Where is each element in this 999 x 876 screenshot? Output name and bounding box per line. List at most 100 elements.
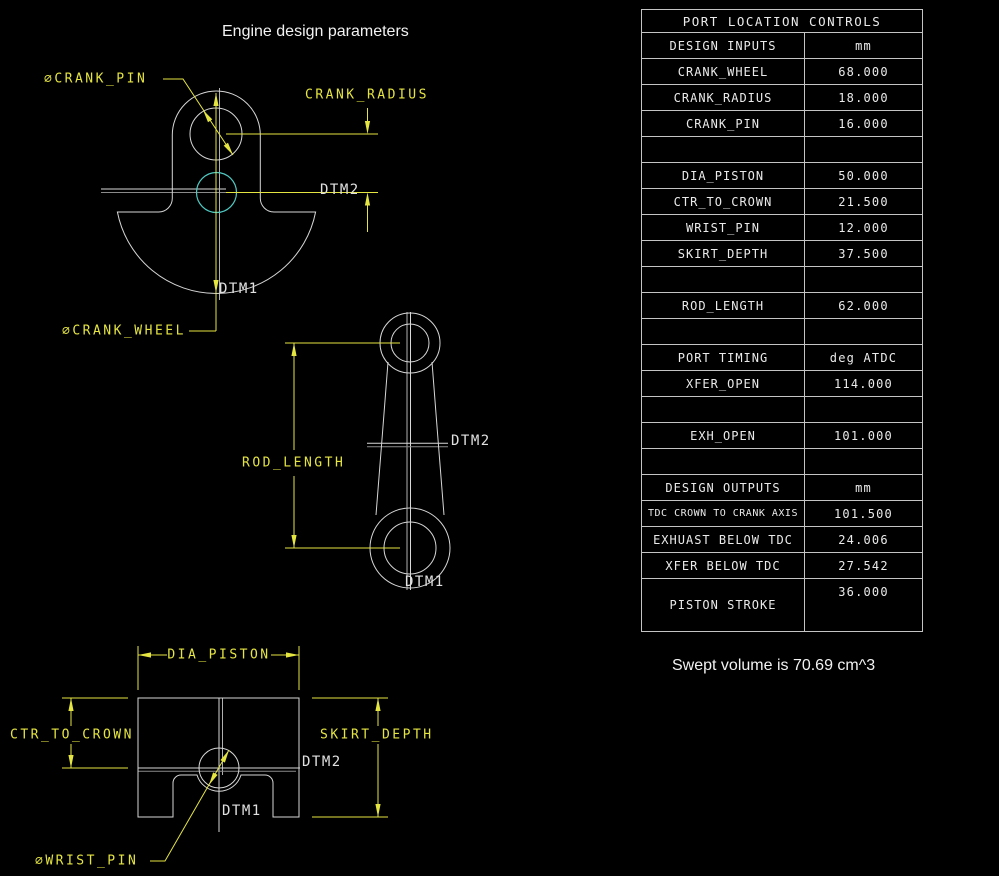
param-name: CRANK_RADIUS — [642, 85, 805, 110]
param-value: 21.500 — [838, 194, 889, 209]
piston-dtm2-label: DTM2 — [302, 754, 342, 770]
table-row-empty — [642, 318, 922, 344]
crank-web-outline — [116, 90, 317, 295]
swept-volume-note: Swept volume is 70.69 cm^3 — [672, 657, 876, 674]
table-row: CTR_TO_CROWN 21.500 — [642, 188, 922, 214]
param-name: WRIST_PIN — [642, 215, 805, 240]
table-title: PORT LOCATION CONTROLS — [682, 13, 882, 29]
param-value: mm — [855, 38, 872, 53]
table-row: EXHUAST BELOW TDC 24.006 — [642, 526, 922, 552]
param-name: SKIRT_DEPTH — [642, 241, 805, 266]
skirt-depth-label: SKIRT_DEPTH — [320, 728, 434, 743]
arrow-down-icon — [375, 804, 381, 817]
piston-outline — [137, 697, 300, 818]
wrist-pin-bore — [198, 747, 240, 789]
param-name: TDC CROWN TO CRANK AXIS — [642, 501, 805, 526]
param-value: 114.000 — [834, 376, 893, 391]
arrow-down-icon — [364, 121, 371, 134]
param-name — [642, 319, 805, 344]
crank-radius-label: CRANK_RADIUS — [305, 88, 429, 103]
table-row: CRANK_RADIUS 18.000 — [642, 84, 922, 110]
param-name: XFER_OPEN — [642, 371, 805, 396]
table-row: DIA_PISTON 50.000 — [642, 162, 922, 188]
crank-pin-leader — [163, 78, 234, 156]
param-name: DESIGN OUTPUTS — [642, 475, 805, 500]
wrist-pin-leader — [150, 749, 230, 862]
table-row: PORT TIMING deg ATDC — [642, 344, 922, 370]
table-row: XFER BELOW TDC 27.542 — [642, 552, 922, 578]
param-value — [805, 449, 922, 474]
arrow-down-icon — [213, 280, 219, 293]
param-name: CTR_TO_CROWN — [642, 189, 805, 214]
param-name: DIA_PISTON — [642, 163, 805, 188]
param-name: PORT TIMING — [642, 345, 805, 370]
table-row: DESIGN OUTPUTS mm — [642, 474, 922, 500]
dia-piston-label: DIA_PISTON — [167, 648, 270, 663]
crank-dtm1-label: DTM1 — [219, 281, 259, 297]
arrow-up-icon — [291, 343, 297, 356]
param-value: 101.000 — [834, 428, 893, 443]
rod-body-left-edge — [375, 361, 389, 516]
rod-dtm2-label: DTM2 — [451, 433, 491, 449]
table-title-row: PORT LOCATION CONTROLS — [642, 10, 922, 32]
table-row: XFER_OPEN 114.000 — [642, 370, 922, 396]
param-value: 68.000 — [838, 64, 889, 79]
connecting-rod-view: ROD_LENGTH DTM2 DTM1 — [242, 312, 491, 590]
wrist-pin-label: ⌀WRIST_PIN — [35, 854, 138, 869]
param-value: 101.500 — [834, 506, 893, 521]
param-value: 18.000 — [838, 90, 889, 105]
param-name: ROD_LENGTH — [642, 293, 805, 318]
piston-view: DIA_PISTON CTR_TO_CROWN SKIRT_DEPTH DTM2… — [10, 646, 434, 869]
arrow-upleft-icon — [203, 110, 213, 123]
arrow-downleft-icon — [209, 772, 218, 785]
arrow-up-icon — [375, 698, 381, 711]
table-row-empty — [642, 448, 922, 474]
table-row: PISTON STROKE 36.000 — [642, 578, 922, 631]
param-name: PISTON STROKE — [642, 579, 805, 631]
rod-body-right-edge — [431, 361, 445, 516]
table-row-empty — [642, 136, 922, 162]
table-row: CRANK_PIN 16.000 — [642, 110, 922, 136]
param-name: CRANK_PIN — [642, 111, 805, 136]
arrow-up-icon — [213, 93, 219, 106]
param-value: 37.500 — [838, 246, 889, 261]
param-name: DESIGN INPUTS — [642, 33, 805, 58]
crank-dtm2-label: DTM2 — [320, 182, 360, 198]
arrow-up-icon — [364, 192, 371, 206]
ctr-to-crown-label: CTR_TO_CROWN — [10, 728, 134, 743]
param-value: 16.000 — [838, 116, 889, 131]
param-name — [642, 397, 805, 422]
param-name: EXHUAST BELOW TDC — [642, 527, 805, 552]
param-name — [642, 267, 805, 292]
rod-dtm1-label: DTM1 — [405, 574, 445, 590]
table-row: DESIGN INPUTS mm — [642, 32, 922, 58]
param-value: 62.000 — [838, 298, 889, 313]
table-row-empty — [642, 266, 922, 292]
port-location-controls-table: PORT LOCATION CONTROLS DESIGN INPUTS mm … — [641, 9, 923, 632]
param-value — [805, 137, 922, 162]
table-row: WRIST_PIN 12.000 — [642, 214, 922, 240]
param-name: CRANK_WHEEL — [642, 59, 805, 84]
param-value: 36.000 — [838, 585, 889, 599]
arrow-down-icon — [291, 535, 297, 548]
table-row: ROD_LENGTH 62.000 — [642, 292, 922, 318]
arrow-downright-icon — [223, 142, 233, 155]
param-name: XFER BELOW TDC — [642, 553, 805, 578]
param-value: 24.006 — [838, 532, 889, 547]
param-value: 27.542 — [838, 558, 889, 573]
param-name — [642, 137, 805, 162]
param-name: EXH_OPEN — [642, 423, 805, 448]
table-row: SKIRT_DEPTH 37.500 — [642, 240, 922, 266]
table-row: EXH_OPEN 101.000 — [642, 422, 922, 448]
arrow-right-icon — [286, 652, 299, 658]
table-row: TDC CROWN TO CRANK AXIS 101.500 — [642, 500, 922, 526]
param-value: 12.000 — [838, 220, 889, 235]
arrow-upright-icon — [220, 750, 229, 763]
arrow-down-icon — [68, 755, 74, 768]
crank-wheel-label: ⌀CRANK_WHEEL — [62, 324, 186, 339]
param-value: deg ATDC — [829, 350, 898, 365]
param-value — [805, 397, 922, 422]
param-value — [805, 319, 922, 344]
